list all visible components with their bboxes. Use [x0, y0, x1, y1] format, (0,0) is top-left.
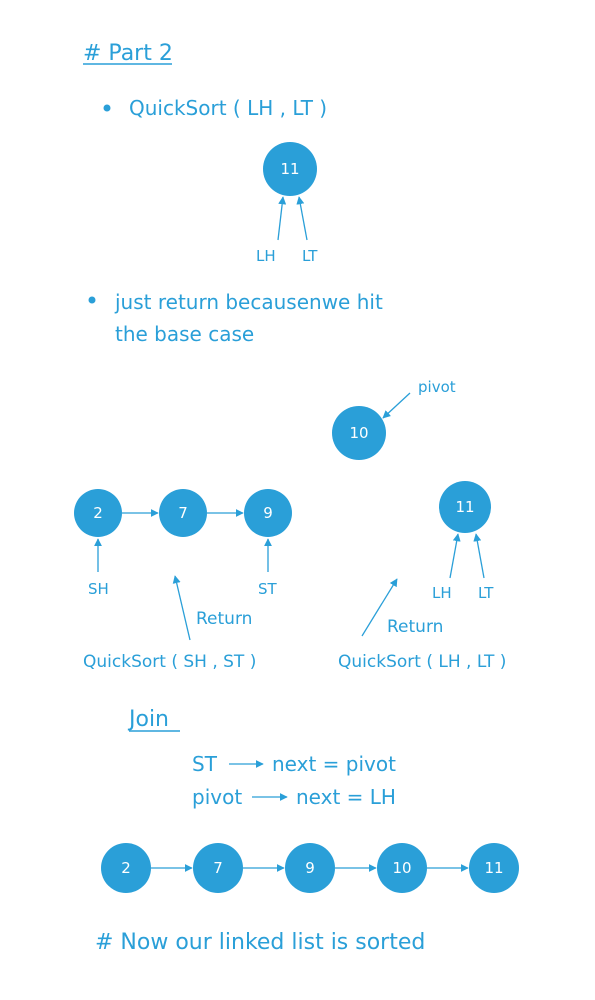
- right-list-node: 11: [439, 481, 491, 533]
- left-return-arrow: [172, 575, 191, 641]
- right-lt-label: LT: [478, 584, 494, 602]
- right-return-arrow: [361, 578, 398, 637]
- right-node-label: 11: [455, 498, 474, 516]
- join-line1-right: next = pivot: [272, 752, 396, 776]
- left-call: QuickSort ( SH , ST ): [83, 652, 256, 672]
- step1-node: 11: [263, 142, 317, 196]
- right-return-label: Return: [387, 617, 443, 637]
- pivot-arrow: [382, 392, 411, 419]
- bullet-dot: [103, 104, 111, 112]
- final-list-node: 7: [193, 843, 243, 893]
- right-lt-arrow: [473, 533, 485, 579]
- step2-line1: just return becausenwe hit: [114, 290, 383, 314]
- final-node-label: 7: [213, 859, 223, 877]
- step1-call: QuickSort ( LH , LT ): [129, 96, 327, 120]
- right-lh-arrow: [449, 533, 461, 579]
- bullet-dot: [88, 296, 96, 304]
- final-list-node: 2: [101, 843, 151, 893]
- left-list-node: 2: [74, 489, 122, 537]
- join-title: Join: [127, 707, 169, 732]
- conclusion-text: # Now our linked list is sorted: [95, 930, 425, 955]
- step1-node-label: 11: [280, 160, 299, 178]
- left-return-label: Return: [196, 609, 252, 629]
- step1-lt-arrow: [296, 196, 308, 241]
- final-node-label: 9: [305, 859, 315, 877]
- right-lh-label: LH: [432, 584, 452, 602]
- pivot-node-label: 10: [349, 424, 368, 442]
- left-list-node: 7: [159, 489, 207, 537]
- final-list-node: 10: [377, 843, 427, 893]
- left-list-node: 9: [244, 489, 292, 537]
- left-node-label: 9: [263, 504, 273, 522]
- left-node-label: 2: [93, 504, 103, 522]
- join-line2-left: pivot: [192, 785, 242, 809]
- pivot-label: pivot: [418, 378, 456, 396]
- join-line1-left: ST: [192, 752, 218, 776]
- step1-lh-label: LH: [256, 247, 276, 265]
- sh-label: SH: [88, 580, 109, 598]
- st-label: ST: [258, 580, 278, 598]
- final-node-label: 2: [121, 859, 131, 877]
- pivot-node: 10: [332, 406, 386, 460]
- left-node-label: 7: [178, 504, 188, 522]
- right-call: QuickSort ( LH , LT ): [338, 652, 506, 672]
- final-node-label: 10: [392, 859, 411, 877]
- final-node-label: 11: [484, 859, 503, 877]
- step1-lh-arrow: [277, 196, 287, 241]
- page-heading: # Part 2: [83, 41, 173, 66]
- final-list-node: 11: [469, 843, 519, 893]
- step2-line2: the base case: [115, 322, 254, 346]
- step1-lt-label: LT: [302, 247, 318, 265]
- join-line2-right: next = LH: [296, 785, 396, 809]
- final-list-node: 9: [285, 843, 335, 893]
